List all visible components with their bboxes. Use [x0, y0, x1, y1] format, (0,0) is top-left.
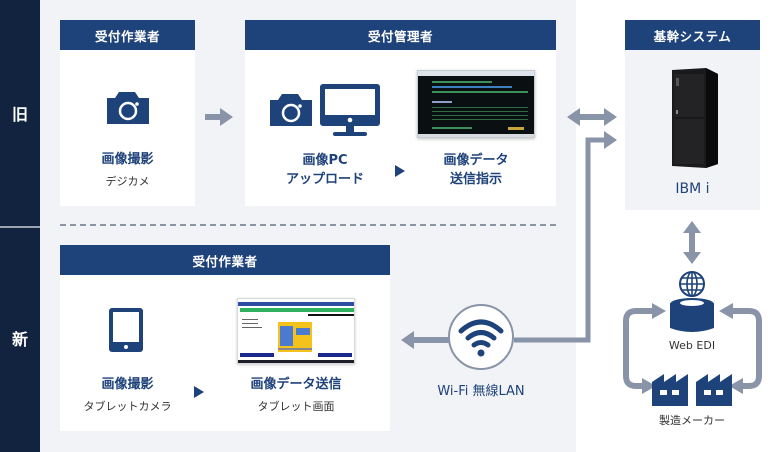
arrow-loop-left — [623, 303, 666, 394]
arrow-wifi-to-tablet — [401, 331, 452, 349]
new-worker-card: 受付作業者 画像撮影 タブレットカメラ 画像データ送信 タブレット画面 — [60, 245, 390, 431]
old-worker-header: 受付作業者 — [60, 20, 195, 50]
era-divider — [60, 224, 556, 226]
core-system-card: 基幹システム IBM i — [625, 20, 760, 210]
new-send-title: 画像データ送信 — [250, 377, 342, 392]
row-label-old: 旧 — [0, 0, 40, 226]
old-worker-card: 受付作業者 画像撮影 デジカメ — [60, 20, 195, 206]
new-capture-subtitle: タブレットカメラ — [83, 400, 172, 413]
step-arrow-icon — [395, 165, 405, 177]
row-divider — [0, 226, 40, 228]
old-send-title-line2: 送信指示 — [449, 172, 502, 187]
tablet-app-screenshot — [237, 298, 355, 364]
old-worker-subtitle: デジカメ — [105, 175, 150, 188]
old-manager-header: 受付管理者 — [245, 20, 556, 50]
server-tower-image — [672, 68, 718, 168]
web-edi-label: Web EDI — [668, 339, 716, 352]
step-arrow-icon — [194, 386, 204, 398]
new-worker-header: 受付作業者 — [60, 245, 390, 275]
old-upload-title-line1: 画像PC — [302, 153, 348, 168]
connector-wifi-to-core — [514, 131, 617, 343]
camera-icon — [270, 94, 312, 126]
core-system-label: IBM i — [675, 181, 710, 197]
wifi-icon — [448, 304, 514, 370]
arrow-loop-right — [719, 303, 762, 394]
terminal-screenshot — [417, 70, 535, 138]
database-globe-icon — [670, 271, 714, 332]
tablet-icon — [109, 308, 143, 352]
old-manager-card: 受付管理者 画像PC アップロード 画像データ 送信指示 — [245, 20, 556, 206]
old-worker-title: 画像撮影 — [101, 152, 154, 167]
arrow-core-webedi-bidirectional — [683, 221, 701, 264]
old-send-title-line1: 画像データ — [443, 153, 509, 168]
camera-icon — [107, 92, 149, 124]
monitor-icon — [320, 84, 380, 136]
row-label-old-text: 旧 — [11, 105, 28, 124]
manufacturers-label: 製造メーカー — [659, 414, 725, 427]
wifi-label: Wi-Fi 無線LAN — [437, 384, 525, 399]
new-capture-title: 画像撮影 — [101, 377, 154, 392]
core-system-header: 基幹システム — [625, 20, 760, 50]
factory-icon — [652, 374, 732, 406]
arrow-manager-core-bidirectional — [567, 108, 617, 126]
old-upload-title-line2: アップロード — [285, 172, 364, 187]
row-label-new-text: 新 — [11, 330, 28, 349]
new-send-subtitle: タブレット画面 — [257, 400, 335, 413]
row-label-new: 新 — [0, 228, 40, 452]
arrow-worker-to-manager — [205, 108, 233, 126]
